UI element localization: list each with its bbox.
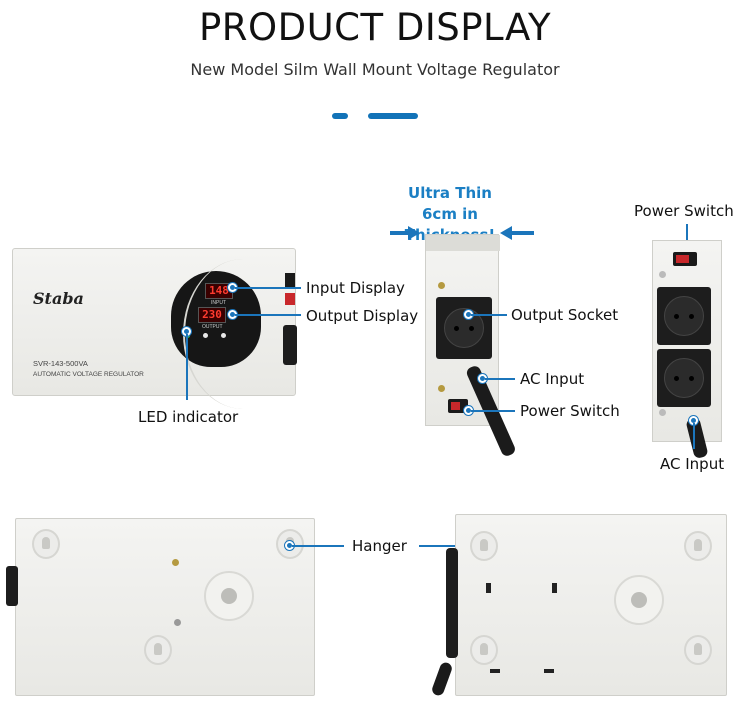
side-top-bevel xyxy=(426,235,500,251)
front-view-device: Staba SVR-143-500VA AUTOMATIC VOLTAGE RE… xyxy=(12,248,297,409)
model-label: SVR-143-500VA xyxy=(33,359,88,368)
back-right-hanger-2 xyxy=(684,531,712,561)
back-screw-2 xyxy=(174,619,181,626)
input-display-label: Input Display xyxy=(306,279,405,297)
back-center-boss xyxy=(204,571,254,621)
hanger-label: Hanger xyxy=(352,537,407,555)
side-power-switch-leader xyxy=(471,410,515,412)
side-ac-input-leader xyxy=(485,378,515,380)
back-right-hanger-3 xyxy=(470,635,498,665)
led-indicator-leader xyxy=(186,334,188,400)
back-right-clip-3 xyxy=(490,669,500,673)
led-indicator-label: LED indicator xyxy=(138,408,239,426)
decorative-curve xyxy=(183,259,303,409)
back-right-hanger-4 xyxy=(684,635,712,665)
end-screw-2 xyxy=(659,409,666,416)
thickness-arrow-right-shaft xyxy=(512,231,534,235)
thickness-arrow-right-head xyxy=(500,226,512,240)
hanger-leader-right xyxy=(419,545,475,547)
thickness-arrow-left-head xyxy=(408,226,420,240)
end-view-device xyxy=(652,240,722,442)
end-socket-upper xyxy=(657,287,711,345)
output-display-leader xyxy=(235,314,301,316)
back-right-center-boss xyxy=(614,575,664,625)
end-power-switch xyxy=(673,252,697,266)
back-right-cable xyxy=(430,660,454,698)
thickness-note-line1: Ultra Thin xyxy=(408,184,492,202)
end-socket-lower xyxy=(657,349,711,407)
decorative-dash-short xyxy=(332,113,348,119)
side-power-switch xyxy=(448,399,468,413)
side-ac-input-label: AC Input xyxy=(520,370,585,388)
back-right-hanger-1 xyxy=(470,531,498,561)
end-ac-input-label: AC Input xyxy=(660,455,725,473)
back-view-left-device xyxy=(15,518,315,696)
thickness-arrow-left-shaft xyxy=(390,231,408,235)
back-right-clip-4 xyxy=(544,669,554,673)
decorative-dash-long xyxy=(368,113,418,119)
screw-bottom xyxy=(438,385,445,392)
side-power-switch-label: Power Switch xyxy=(520,402,620,420)
back-screw-1 xyxy=(172,559,179,566)
output-socket-leader xyxy=(471,314,507,316)
page-title: PRODUCT DISPLAY xyxy=(198,6,552,49)
end-ac-input-leader xyxy=(693,423,695,449)
output-socket-label: Output Socket xyxy=(511,306,619,324)
end-screw-1 xyxy=(659,271,666,278)
back-hanger-left xyxy=(32,529,60,559)
input-display-leader xyxy=(235,287,301,289)
back-hanger-bottom xyxy=(144,635,172,665)
back-right-clip-1 xyxy=(486,583,491,593)
output-socket xyxy=(436,297,492,359)
back-left-side-socket xyxy=(6,566,18,606)
end-power-switch-label: Power Switch xyxy=(634,202,734,220)
back-right-clip-2 xyxy=(552,583,557,593)
back-view-right-device xyxy=(455,514,727,696)
output-display-label: Output Display xyxy=(306,307,419,325)
screw-top xyxy=(438,282,445,289)
page-subtitle: New Model Silm Wall Mount Voltage Regula… xyxy=(190,60,560,79)
hanger-leader-left xyxy=(292,545,344,547)
brand-logo: Staba xyxy=(33,289,84,308)
product-line-label: AUTOMATIC VOLTAGE REGULATOR xyxy=(33,371,144,378)
back-right-side-sockets xyxy=(446,548,458,658)
